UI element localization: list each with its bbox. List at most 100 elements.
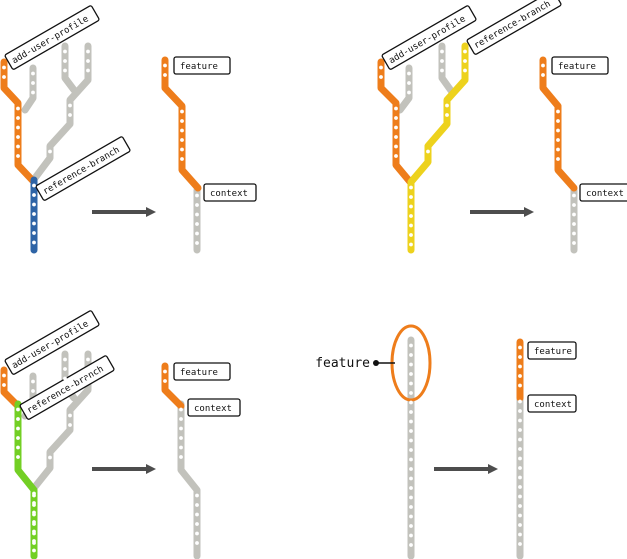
commit-dot	[195, 503, 199, 507]
callout-label: feature	[315, 356, 370, 371]
commit-dot	[16, 135, 20, 139]
commit-dot	[86, 367, 90, 371]
commit-dot	[32, 221, 36, 226]
panel-3-tag: feature	[173, 362, 231, 381]
commit-dot	[195, 222, 199, 226]
commit-dot	[463, 59, 467, 63]
commit-dot	[445, 113, 449, 117]
commit-dot	[409, 419, 413, 424]
gray-branch	[30, 350, 92, 559]
commit-dot	[409, 543, 413, 547]
commit-dot	[179, 436, 183, 440]
commit-dot	[32, 493, 36, 498]
commit-dot	[445, 103, 449, 108]
commit-dot	[394, 106, 398, 111]
tag-label: feature	[180, 62, 218, 72]
commit-dot	[32, 503, 36, 507]
commit-dot	[86, 376, 90, 381]
commit-dot	[163, 369, 167, 374]
commit-dot	[409, 204, 413, 209]
commit-dot	[407, 81, 411, 85]
gray-branch	[177, 400, 201, 559]
commit-dot	[32, 193, 36, 197]
commit-dot	[409, 495, 413, 500]
commit-dot	[556, 138, 560, 142]
commit-dot	[180, 157, 184, 161]
commit-dot	[407, 90, 411, 95]
commit-dot	[2, 383, 6, 387]
orange-branch	[161, 362, 185, 410]
orange-branch	[539, 56, 578, 192]
commit-dot	[86, 68, 90, 73]
commit-dot	[518, 475, 522, 480]
commit-dot	[179, 426, 183, 431]
gray-branch	[21, 64, 37, 114]
orange-branch	[161, 56, 202, 192]
commit-dot	[31, 389, 35, 393]
commit-dot	[86, 49, 90, 54]
tag-label: add-user-profile	[10, 319, 90, 371]
commit-dot	[394, 135, 398, 139]
commit-dot	[31, 398, 35, 403]
commit-dot	[409, 505, 413, 509]
commit-dot	[32, 231, 36, 235]
tag-box	[4, 310, 100, 375]
commit-dot	[394, 125, 398, 130]
commit-dot	[379, 65, 383, 70]
commit-dot	[394, 154, 398, 158]
commit-dot	[409, 195, 413, 199]
commit-dot	[463, 68, 467, 73]
commit-dot	[195, 522, 199, 526]
commit-dot	[541, 63, 545, 68]
commit-dot	[409, 233, 413, 237]
tag-label: add-user-profile	[387, 14, 467, 66]
commit-dot	[572, 203, 576, 207]
commit-dot	[163, 73, 167, 77]
commit-dot	[409, 242, 413, 247]
panel-4-tag: feature	[527, 341, 577, 360]
gray-branch	[438, 42, 456, 96]
commit-dot	[572, 212, 576, 217]
commit-dot	[68, 413, 72, 418]
commit-dot	[440, 59, 444, 63]
commit-dot	[394, 116, 398, 120]
commit-dot	[32, 183, 36, 188]
commit-dot	[32, 522, 36, 526]
orange-branch	[0, 366, 22, 410]
commit-dot	[48, 455, 52, 460]
commit-dot	[572, 231, 576, 236]
gray-branch	[61, 42, 78, 94]
commit-dot	[518, 542, 522, 546]
panel-2-tag: feature	[551, 56, 609, 75]
commit-dot	[518, 437, 522, 442]
commit-dot	[179, 445, 183, 450]
commit-dot	[63, 357, 67, 362]
tag-label: context	[210, 189, 248, 199]
yellow-branch	[407, 42, 469, 254]
commit-dot	[68, 113, 72, 117]
tag-box	[173, 56, 231, 75]
tag-label: feature	[558, 62, 596, 72]
panel-3-tag: context	[187, 398, 241, 417]
commit-dot	[16, 417, 20, 421]
commit-dot	[518, 513, 522, 518]
commit-dot	[48, 149, 52, 154]
commit-dot	[16, 445, 20, 450]
commit-dot	[32, 531, 36, 536]
panel-2-tag: context	[579, 183, 627, 202]
commit-dot	[518, 485, 522, 489]
gray-branch	[396, 64, 413, 114]
tag-box	[19, 355, 115, 420]
commit-dot	[556, 157, 560, 161]
commit-dot	[195, 241, 199, 245]
commit-dot	[518, 374, 522, 378]
tag-label: context	[194, 404, 232, 414]
commit-dot	[63, 68, 67, 73]
commit-dot	[409, 400, 413, 405]
commit-dot	[518, 532, 522, 537]
tag-box	[466, 0, 562, 55]
commit-dot	[16, 125, 20, 130]
commit-dot	[195, 231, 199, 236]
commit-dot	[2, 75, 6, 79]
commit-dot	[32, 202, 36, 207]
